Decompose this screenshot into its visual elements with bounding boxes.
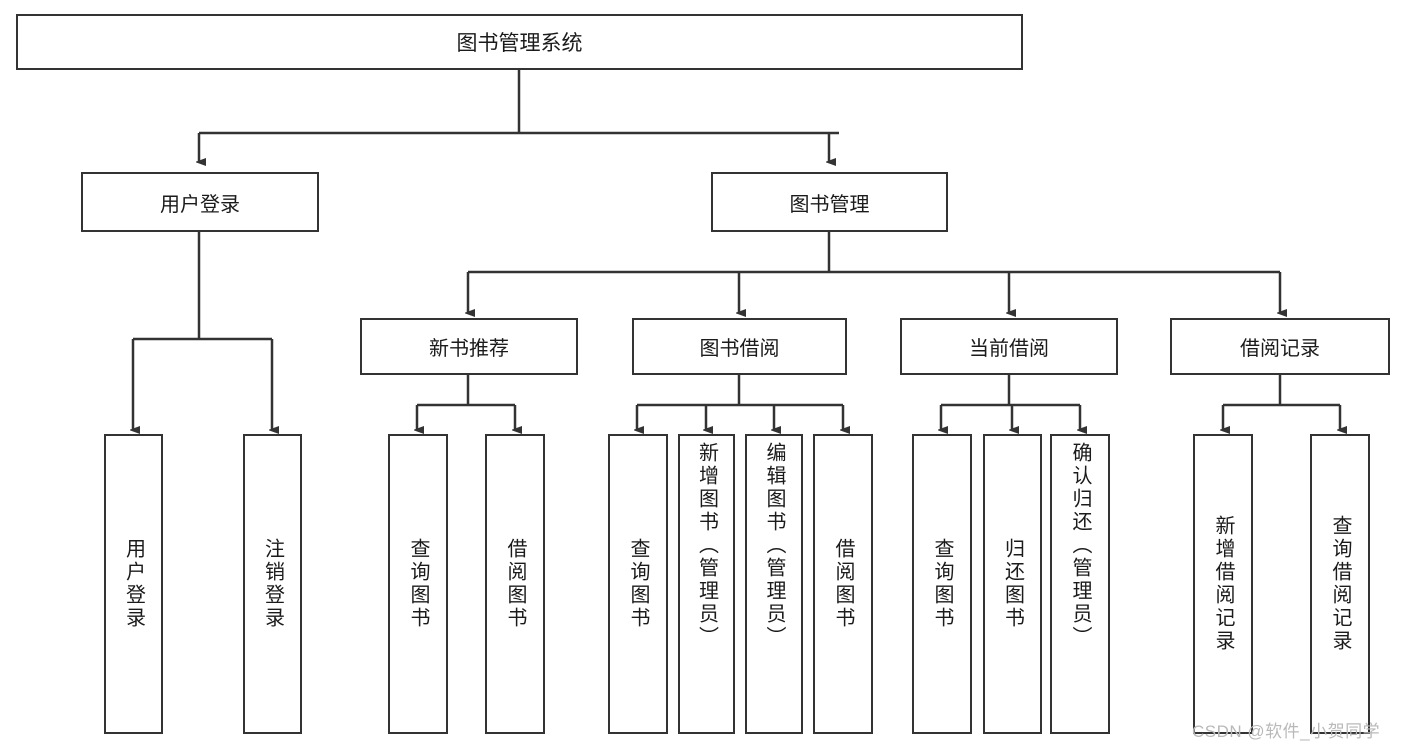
- leaf-query-borrow-record-label: 查询借阅记录: [1329, 515, 1351, 653]
- node-book-borrow[interactable]: 图书借阅: [632, 318, 847, 375]
- leaf-query-borrow-record[interactable]: 查询借阅记录: [1310, 434, 1370, 734]
- node-current-borrow-label: 当前借阅: [969, 338, 1049, 360]
- leaf-user-login[interactable]: 用户登录: [104, 434, 163, 734]
- leaf-borrow-book-recommend[interactable]: 借阅图书: [485, 434, 545, 734]
- leaf-query-book-recommend[interactable]: 查询图书: [388, 434, 448, 734]
- leaf-logout-label: 注销登录: [261, 538, 284, 630]
- node-book-management[interactable]: 图书管理: [711, 172, 948, 232]
- leaf-add-borrow-record[interactable]: 新增借阅记录: [1193, 434, 1253, 734]
- leaf-borrow-book-label: 借阅图书: [832, 538, 854, 630]
- watermark: CSDN @软件_小贺同学: [1192, 717, 1380, 742]
- leaf-borrow-book[interactable]: 借阅图书: [813, 434, 873, 734]
- node-borrow-record-label: 借阅记录: [1240, 338, 1320, 360]
- node-user-login[interactable]: 用户登录: [81, 172, 319, 232]
- node-user-login-label: 用户登录: [160, 193, 240, 216]
- leaf-add-borrow-record-label: 新增借阅记录: [1212, 515, 1234, 653]
- node-root-label: 图书管理系统: [456, 32, 583, 55]
- node-borrow-record[interactable]: 借阅记录: [1170, 318, 1390, 375]
- leaf-query-book-borrow-label: 查询图书: [627, 538, 649, 630]
- leaf-edit-book-admin[interactable]: 编辑图书（管理员）: [745, 434, 803, 734]
- leaf-return-book-label: 归还图书: [1001, 538, 1024, 630]
- leaf-add-book-admin[interactable]: 新增图书（管理员）: [678, 434, 735, 734]
- node-current-borrow[interactable]: 当前借阅: [900, 318, 1118, 375]
- watermark-text: CSDN @软件_小贺同学: [1192, 722, 1381, 741]
- leaf-edit-book-admin-label: 编辑图书（管理员）: [763, 442, 785, 649]
- node-book-management-label: 图书管理: [789, 193, 870, 216]
- node-new-book-recommend-label: 新书推荐: [429, 338, 509, 360]
- leaf-query-book-current[interactable]: 查询图书: [912, 434, 972, 734]
- leaf-query-book-borrow[interactable]: 查询图书: [608, 434, 668, 734]
- leaf-confirm-return-admin[interactable]: 确认归还（管理员）: [1050, 434, 1110, 734]
- leaf-query-book-recommend-label: 查询图书: [407, 538, 429, 630]
- node-root[interactable]: 图书管理系统: [16, 14, 1023, 70]
- leaf-confirm-return-admin-label: 确认归还（管理员）: [1069, 442, 1091, 649]
- leaf-user-login-label: 用户登录: [122, 538, 145, 630]
- leaf-add-book-admin-label: 新增图书（管理员）: [695, 442, 718, 649]
- leaf-query-book-current-label: 查询图书: [931, 538, 953, 630]
- leaf-borrow-book-recommend-label: 借阅图书: [504, 538, 526, 630]
- node-new-book-recommend[interactable]: 新书推荐: [360, 318, 578, 375]
- node-book-borrow-label: 图书借阅: [699, 338, 780, 360]
- leaf-return-book[interactable]: 归还图书: [983, 434, 1042, 734]
- leaf-logout[interactable]: 注销登录: [243, 434, 302, 734]
